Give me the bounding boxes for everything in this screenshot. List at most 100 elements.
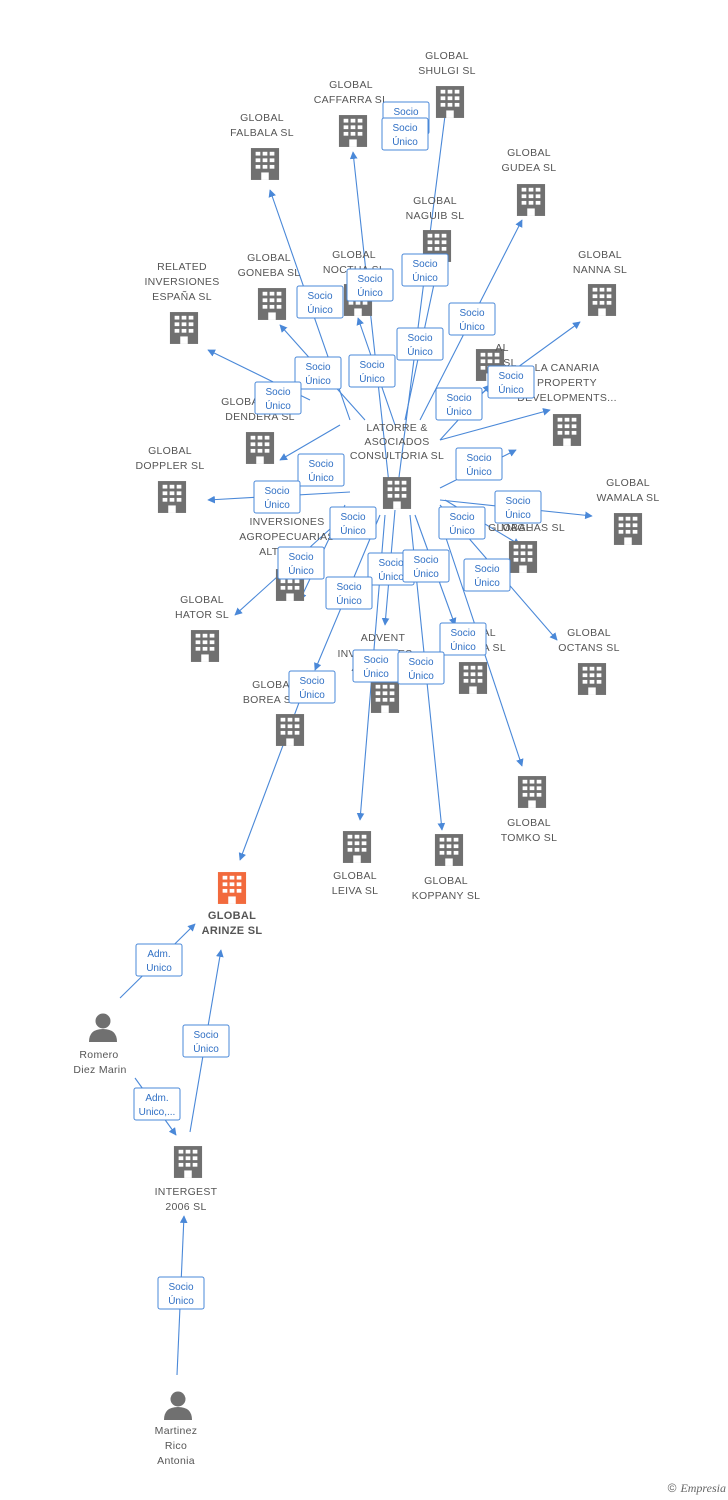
node-canaria[interactable]: LA CANARIAPROPERTYDEVELOPMENTS...	[517, 362, 617, 446]
relation-badge-text: Único	[407, 345, 433, 358]
relation-badge-text: Socio	[378, 558, 403, 569]
building-icon[interactable]	[173, 1146, 203, 1178]
relation-badge-text: Socio	[393, 107, 418, 118]
relation-badge-text: Socio	[408, 657, 433, 668]
building-icon[interactable]	[613, 513, 643, 545]
relation-badge-text: Único	[265, 399, 291, 412]
building-icon[interactable]	[382, 477, 412, 509]
building-icon[interactable]	[517, 776, 547, 808]
building-icon[interactable]	[245, 432, 275, 464]
building-icon[interactable]	[275, 714, 305, 746]
node-label-tomko: GLOBAL	[507, 817, 551, 829]
building-icon[interactable]	[190, 630, 220, 662]
relation-badge-29[interactable]: Adm.Unico,...	[133, 1087, 181, 1121]
person-icon[interactable]	[89, 1013, 117, 1043]
building-icon[interactable]	[169, 312, 199, 344]
relation-badge-text: Socio	[505, 496, 530, 507]
node-label-romero: Diez Marin	[73, 1064, 126, 1076]
relation-badge-text: Socio	[412, 259, 437, 270]
building-icon[interactable]	[577, 663, 607, 695]
node-label-leiva: LEIVA SL	[332, 885, 379, 897]
building-icon[interactable]	[338, 115, 368, 147]
building-icon[interactable]	[250, 148, 280, 180]
node-label-canaria: PROPERTY	[537, 377, 597, 389]
building-icon[interactable]	[257, 288, 287, 320]
building-icon[interactable]	[458, 662, 488, 694]
relation-badge-27[interactable]: Adm.Unico	[135, 943, 183, 977]
relation-badge-text: Socio	[193, 1030, 218, 1041]
relation-badge-text: Socio	[459, 308, 484, 319]
building-icon[interactable]	[157, 481, 187, 513]
building-icon[interactable]	[342, 831, 372, 863]
building-icon[interactable]	[217, 872, 247, 904]
building-icon[interactable]	[434, 834, 464, 866]
relation-badge-text: Socio	[168, 1282, 193, 1293]
node-label-related: RELATED	[157, 261, 207, 273]
building-icon[interactable]	[435, 86, 465, 118]
relation-badge-text: Socio	[474, 564, 499, 575]
node-label-intergest: 2006 SL	[165, 1201, 206, 1213]
relation-badge-text: Socio	[392, 123, 417, 134]
relation-badge-text: Socio	[446, 393, 471, 404]
building-icon[interactable]	[508, 541, 538, 573]
node-label-eal: AL	[495, 342, 508, 354]
node-label-advent: ADVENT	[361, 632, 406, 644]
person-icon[interactable]	[164, 1391, 192, 1421]
relation-badge-text: Único	[450, 640, 476, 653]
node-label-shulgi: SHULGI SL	[418, 65, 476, 77]
building-icon[interactable]	[552, 414, 582, 446]
building-icon[interactable]	[370, 681, 400, 713]
building-icon[interactable]	[516, 184, 546, 216]
building-icon[interactable]	[587, 284, 617, 316]
